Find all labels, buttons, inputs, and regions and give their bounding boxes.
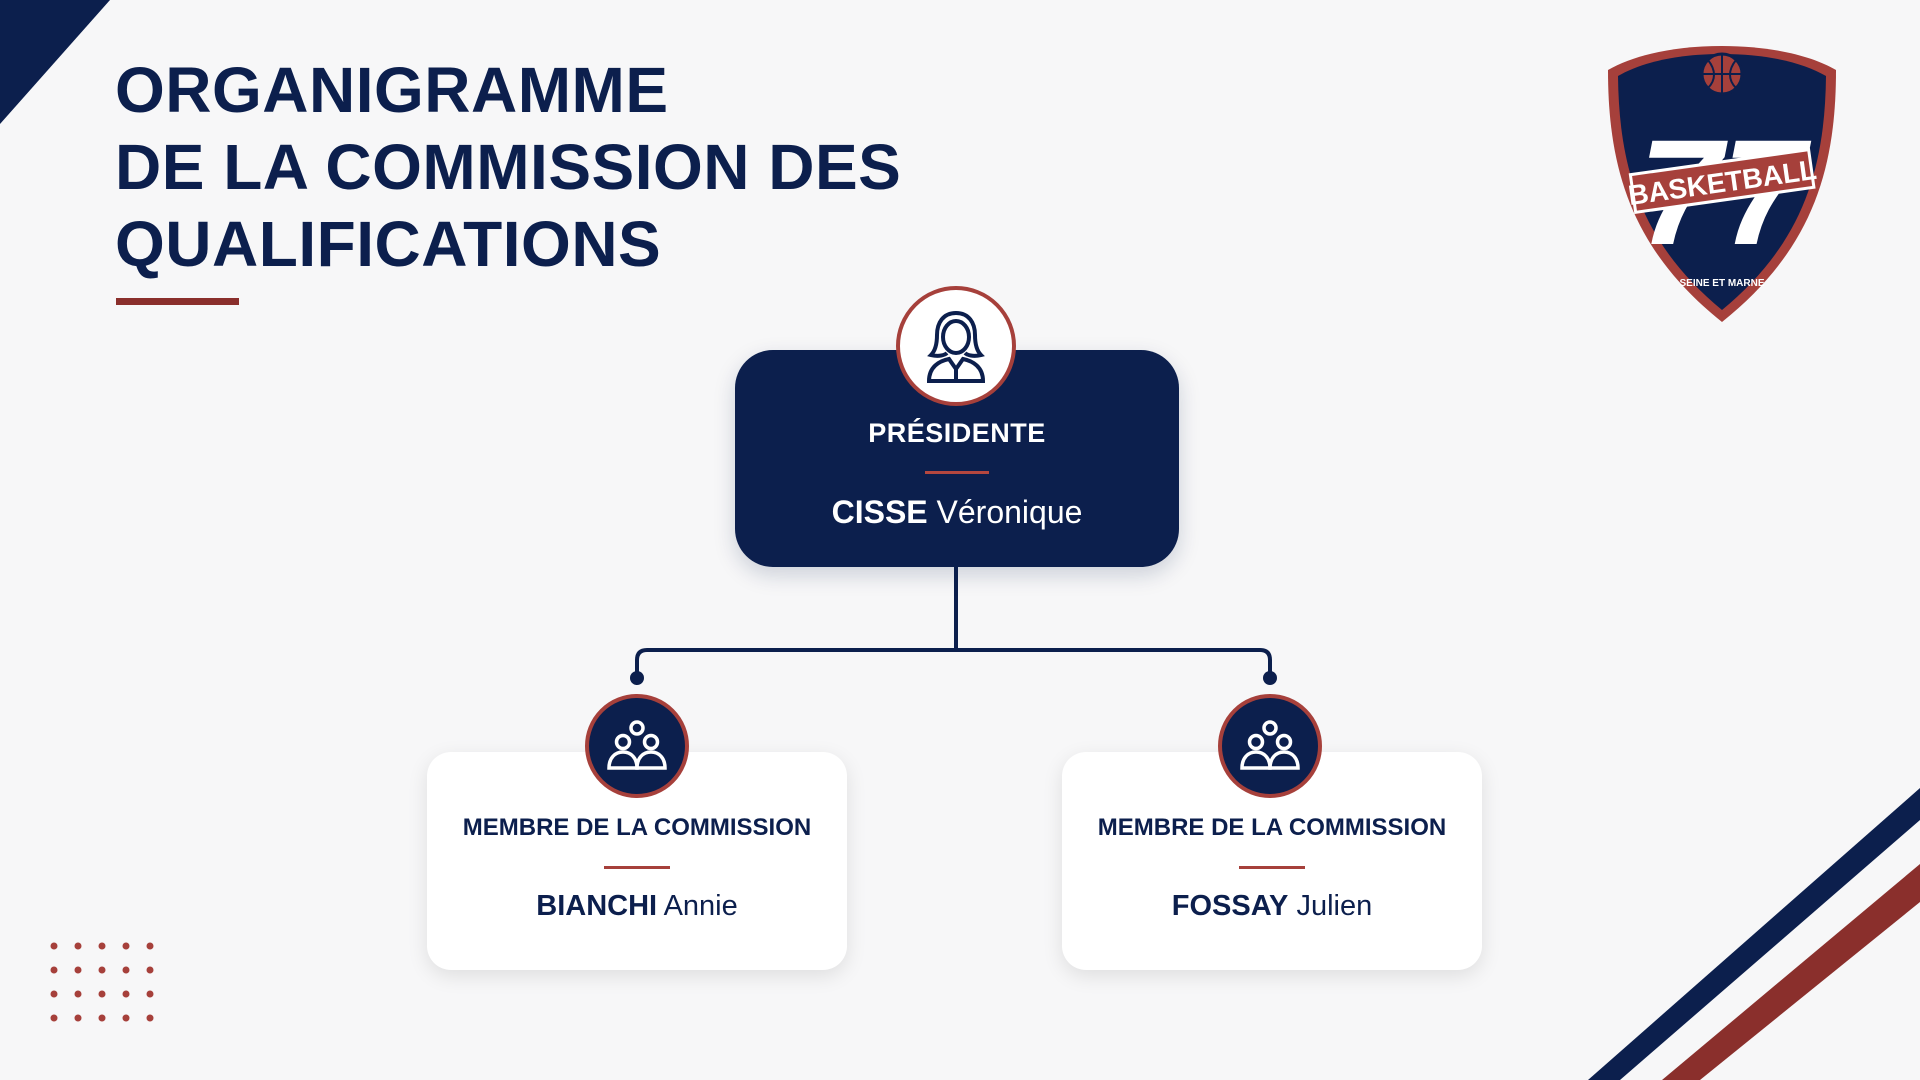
president-first-name: Véronique: [936, 494, 1083, 530]
president-role: PRÉSIDENTE: [868, 418, 1046, 448]
title-underline: [116, 298, 239, 305]
member-name: BIANCHI Annie: [427, 890, 847, 923]
member-card-1: MEMBRE DE LA COMMISSION BIANCHI Annie: [427, 752, 847, 970]
page-title: ORGANIGRAMME DE LA COMMISSION DES QUALIF…: [115, 52, 901, 283]
member-name: FOSSAY Julien: [1062, 890, 1482, 923]
member-role: MEMBRE DE LA COMMISSION: [1097, 814, 1447, 841]
club-logo: 77 BASKETBALL SEINE ET MARNE: [1608, 46, 1836, 322]
title-line-2: DE LA COMMISSION DES: [115, 131, 902, 203]
dot-grid-decoration: [50, 942, 154, 1022]
diagonal-stripes-decoration: [1588, 788, 1920, 1080]
group-icon: [585, 694, 689, 798]
corner-triangle-decoration: [0, 0, 110, 124]
group-icon: [1218, 694, 1322, 798]
title-line-1: ORGANIGRAMME: [115, 54, 669, 126]
member-first-name: Julien: [1296, 890, 1373, 922]
member-last-name: BIANCHI: [536, 890, 658, 922]
female-user-icon: [896, 286, 1016, 406]
president-last-name: CISSE: [831, 494, 928, 530]
member-separator: [604, 866, 670, 869]
president-name: CISSE Véronique: [735, 494, 1179, 531]
member-last-name: FOSSAY: [1171, 890, 1289, 922]
logo-region: SEINE ET MARNE: [1679, 278, 1764, 289]
president-separator: [925, 471, 989, 474]
member-first-name: Annie: [663, 890, 738, 922]
member-separator: [1239, 866, 1305, 869]
member-role: MEMBRE DE LA COMMISSION: [462, 814, 812, 841]
title-line-3: QUALIFICATIONS: [115, 208, 662, 280]
